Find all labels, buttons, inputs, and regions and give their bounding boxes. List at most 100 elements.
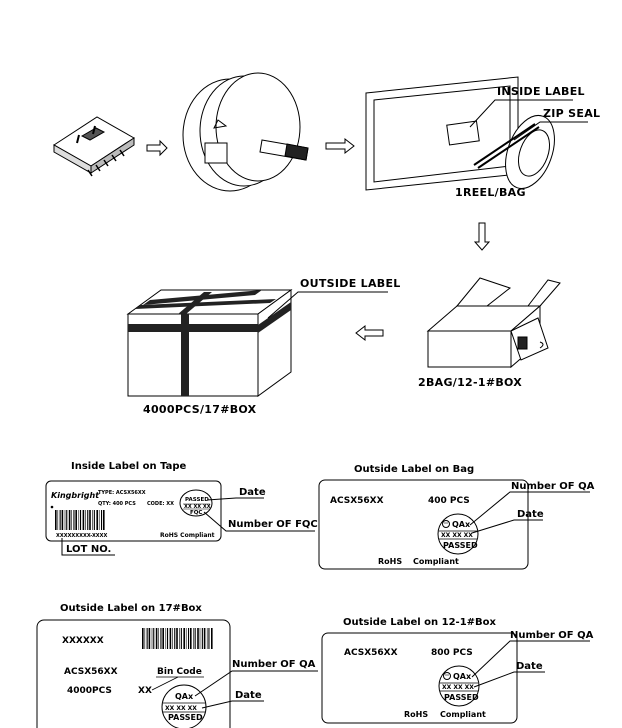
barcode-bar [199,628,201,649]
barcode-bar [208,628,210,649]
barcode-bar [151,628,153,649]
barcode-bar [96,510,98,530]
outside-label-text: OUTSIDE LABEL [300,277,401,290]
box17-code: XXXXXX [62,636,104,646]
tape-barcode [55,510,105,530]
bag-qa: QAx [452,520,471,529]
flow-arrow-2 [325,137,355,155]
bag-label-card: ACSX56XX 400 PCS QAx XX XX XX PASSED RoH… [318,479,529,570]
pcs-box-text: 4000PCS/17#BOX [143,403,257,416]
tape-date-xx: XX XX XX [184,504,211,510]
barcode-bar [64,510,66,530]
barcode-bar [174,628,176,649]
reel-drawing [182,72,309,192]
barcode-bar [188,628,190,649]
box17-bin-xx: XX [138,686,152,696]
barcode-bar [142,628,144,649]
barcode-bar [55,510,57,530]
barcode-bar [176,628,178,649]
bag-date-callout: Date [517,509,544,520]
box17-passed: PASSED [168,713,203,722]
barcode-bar [89,510,91,530]
tape-fqc: FQC [190,510,202,516]
barcode-bar [68,510,71,530]
bag-qty: 400 PCS [428,496,470,506]
barcode-bar [82,510,85,530]
barcode-bar [160,628,162,649]
box12-qty: 800 PCS [431,648,473,658]
box17-barcode [142,628,213,649]
bag-passed: PASSED [443,541,478,550]
box12-qa-callout: Number OF QA [510,630,594,641]
box12-rohs: RoHS [404,710,428,719]
smile-icon [443,672,451,680]
tape-date-callout: Date [239,487,266,498]
barcode-bar [201,628,203,649]
bag-box-text: 2BAG/12-1#BOX [418,376,522,389]
barcode-bar [93,510,95,530]
barcode-bar [57,510,59,530]
tape-type: TYPE: ACSX56XX [98,490,146,496]
barcode-bar [71,510,72,530]
barcode-bar [73,510,75,530]
barcode-bar [158,628,159,649]
box17-date-xx: XX XX XX [165,705,197,712]
barcode-bar [103,510,105,530]
box17-part: ACSX56XX [64,667,118,677]
box17-qty: 4000PCS [67,686,112,696]
zip-seal-leader [513,121,588,141]
inside-label-leader [469,99,573,128]
barcode-bar [167,628,169,649]
barcode-bar [101,510,103,530]
box12-part: ACSX56XX [344,648,398,658]
barcode-bar [169,628,172,649]
display-component-drawing [53,116,135,177]
bag-drawing [365,76,555,191]
box17-date-callout: Date [235,690,262,701]
barcode-bar [92,510,93,530]
barcode-bar [162,628,164,649]
barcode-bar [98,510,100,530]
barcode-bar [185,628,187,649]
tape-label-card: Kingbright TYPE: ACSX56XX QTY: 400 PCS C… [45,480,222,542]
barcode-bar [148,628,151,649]
flow-arrow-left [355,324,384,342]
tape-brand: Kingbright [51,491,100,500]
box17-label-title: Outside Label on 17#Box [60,603,202,614]
tape-date-leader [206,497,264,501]
barcode-bar [193,628,194,649]
tape-fqc-leader [203,511,315,532]
barcode-bar [165,628,167,649]
box17-label-card: XXXXXX ACSX56XX Bin Code 4000PCS XX QAx … [36,619,231,728]
tape-lot-leader [61,538,115,556]
zip-seal-text: ZIP SEAL [543,107,600,120]
barcode-bar [197,628,199,649]
barcode-bar [144,628,146,649]
box12-date-xx: XX XX XX [442,684,474,691]
box12-date-leader [473,671,545,688]
barcode-bar [66,510,68,530]
box12-qa: QAx [453,672,472,681]
barcode-bar [61,510,64,530]
box17-date-leader [201,700,264,709]
box17-bin-code: Bin Code [157,667,202,677]
barcode-bar [87,510,89,530]
box12-compliant: Compliant [440,710,486,719]
inside-label-text: INSIDE LABEL [497,85,585,98]
barcode-bar [179,628,180,649]
flow-arrow-down [473,222,491,251]
barcode-bar [183,628,185,649]
bag-qa-leader [469,491,590,526]
barcode-bar [194,628,196,649]
outside-label-leader [267,291,388,319]
bag-part: ACSX56XX [330,496,384,506]
reel-bag-text: 1REEL/BAG [455,186,526,199]
bag-qa-callout: Number OF QA [511,481,595,492]
box12-qa-leader [471,640,590,678]
box17-qa: QAx [175,692,194,701]
barcode-bar [172,628,173,649]
bag-label-title: Outside Label on Bag [354,464,474,475]
barcode-bar [153,628,155,649]
tape-label-title: Inside Label on Tape [71,461,187,472]
